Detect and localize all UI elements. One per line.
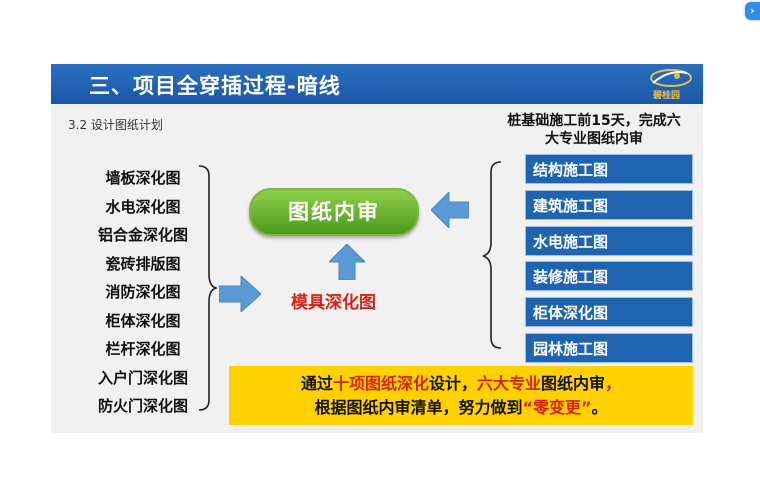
drawing-review-node: 图纸内审 [249,188,419,236]
logo-swoosh-icon [650,69,692,87]
left-bracket-icon [198,165,217,411]
list-item: 装修施工图 [525,261,693,292]
list-item: 建筑施工图 [525,189,693,220]
list-item: 水电深化图 [105,197,181,216]
list-item: 墙板深化图 [105,169,181,187]
list-item: 结构施工图 [525,154,693,184]
arrow-right-icon [219,276,261,312]
schedule-heading-line1: 桩基础施工前15天，完成六 [507,113,681,129]
banner-highlight: “零变更” [522,398,592,417]
right-bracket-icon [482,161,502,349]
summary-line-2: 根据图纸内审清单，努力做到“零变更”。 [229,396,693,420]
arrow-left-icon [431,192,469,228]
list-item: 消防深化图 [105,283,181,301]
list-item: 铝合金深化图 [97,226,188,244]
banner-text: 。 [591,398,608,417]
chevron-icon: › [750,4,755,17]
slide: 三、项目全穿插过程-暗线 碧桂园 3.2 设计图纸计划 墙板深化图 水电深化图 … [51,64,703,433]
banner-highlight: 十项图纸深化 [332,374,429,393]
banner-highlight: ， [605,374,622,393]
list-item: 瓷砖排版图 [105,254,181,273]
banner-highlight: 六大专业 [477,374,542,393]
schedule-heading: 桩基础施工前15天，完成六 大专业图纸内审 [487,112,701,148]
list-item: 栏杆深化图 [105,340,181,358]
banner-text: 通过 [300,374,333,393]
arrow-up-icon [329,244,365,280]
banner-text: 图纸内审 [541,374,606,393]
title-bar: 三、项目全穿插过程-暗线 碧桂园 [51,64,703,104]
major-drawings-list: 结构施工图 建筑施工图 水电施工图 装修施工图 柜体深化图 园林施工图 [525,154,693,369]
list-item: 柜体深化图 [525,297,693,328]
logo-text: 碧桂园 [653,91,681,101]
summary-line-1: 通过十项图纸深化设计，六大专业图纸内审， [229,372,693,396]
banner-text: 设计， [428,374,477,393]
company-logo: 碧桂园 [647,67,693,101]
list-item: 水电施工图 [525,225,693,256]
summary-banner: 通过十项图纸深化设计，六大专业图纸内审， 根据图纸内审清单，努力做到“零变更”。 [229,366,693,425]
section-subtitle: 3.2 设计图纸计划 [68,118,163,132]
banner-text: 根据图纸内审清单，努力做到 [314,398,523,417]
mold-deepening-label: 模具深化图 [291,293,376,313]
side-panel-button[interactable]: › [745,2,760,20]
deepening-drawings-list: 墙板深化图 水电深化图 铝合金深化图 瓷砖排版图 消防深化图 柜体深化图 栏杆深… [79,164,207,421]
list-item: 园林施工图 [525,332,693,363]
slide-title: 三、项目全穿插过程-暗线 [89,74,341,98]
list-item: 柜体深化图 [105,311,181,330]
list-item: 入户门深化图 [97,368,188,387]
list-item: 防火门深化图 [97,397,188,415]
schedule-heading-line2: 大专业图纸内审 [545,131,643,147]
